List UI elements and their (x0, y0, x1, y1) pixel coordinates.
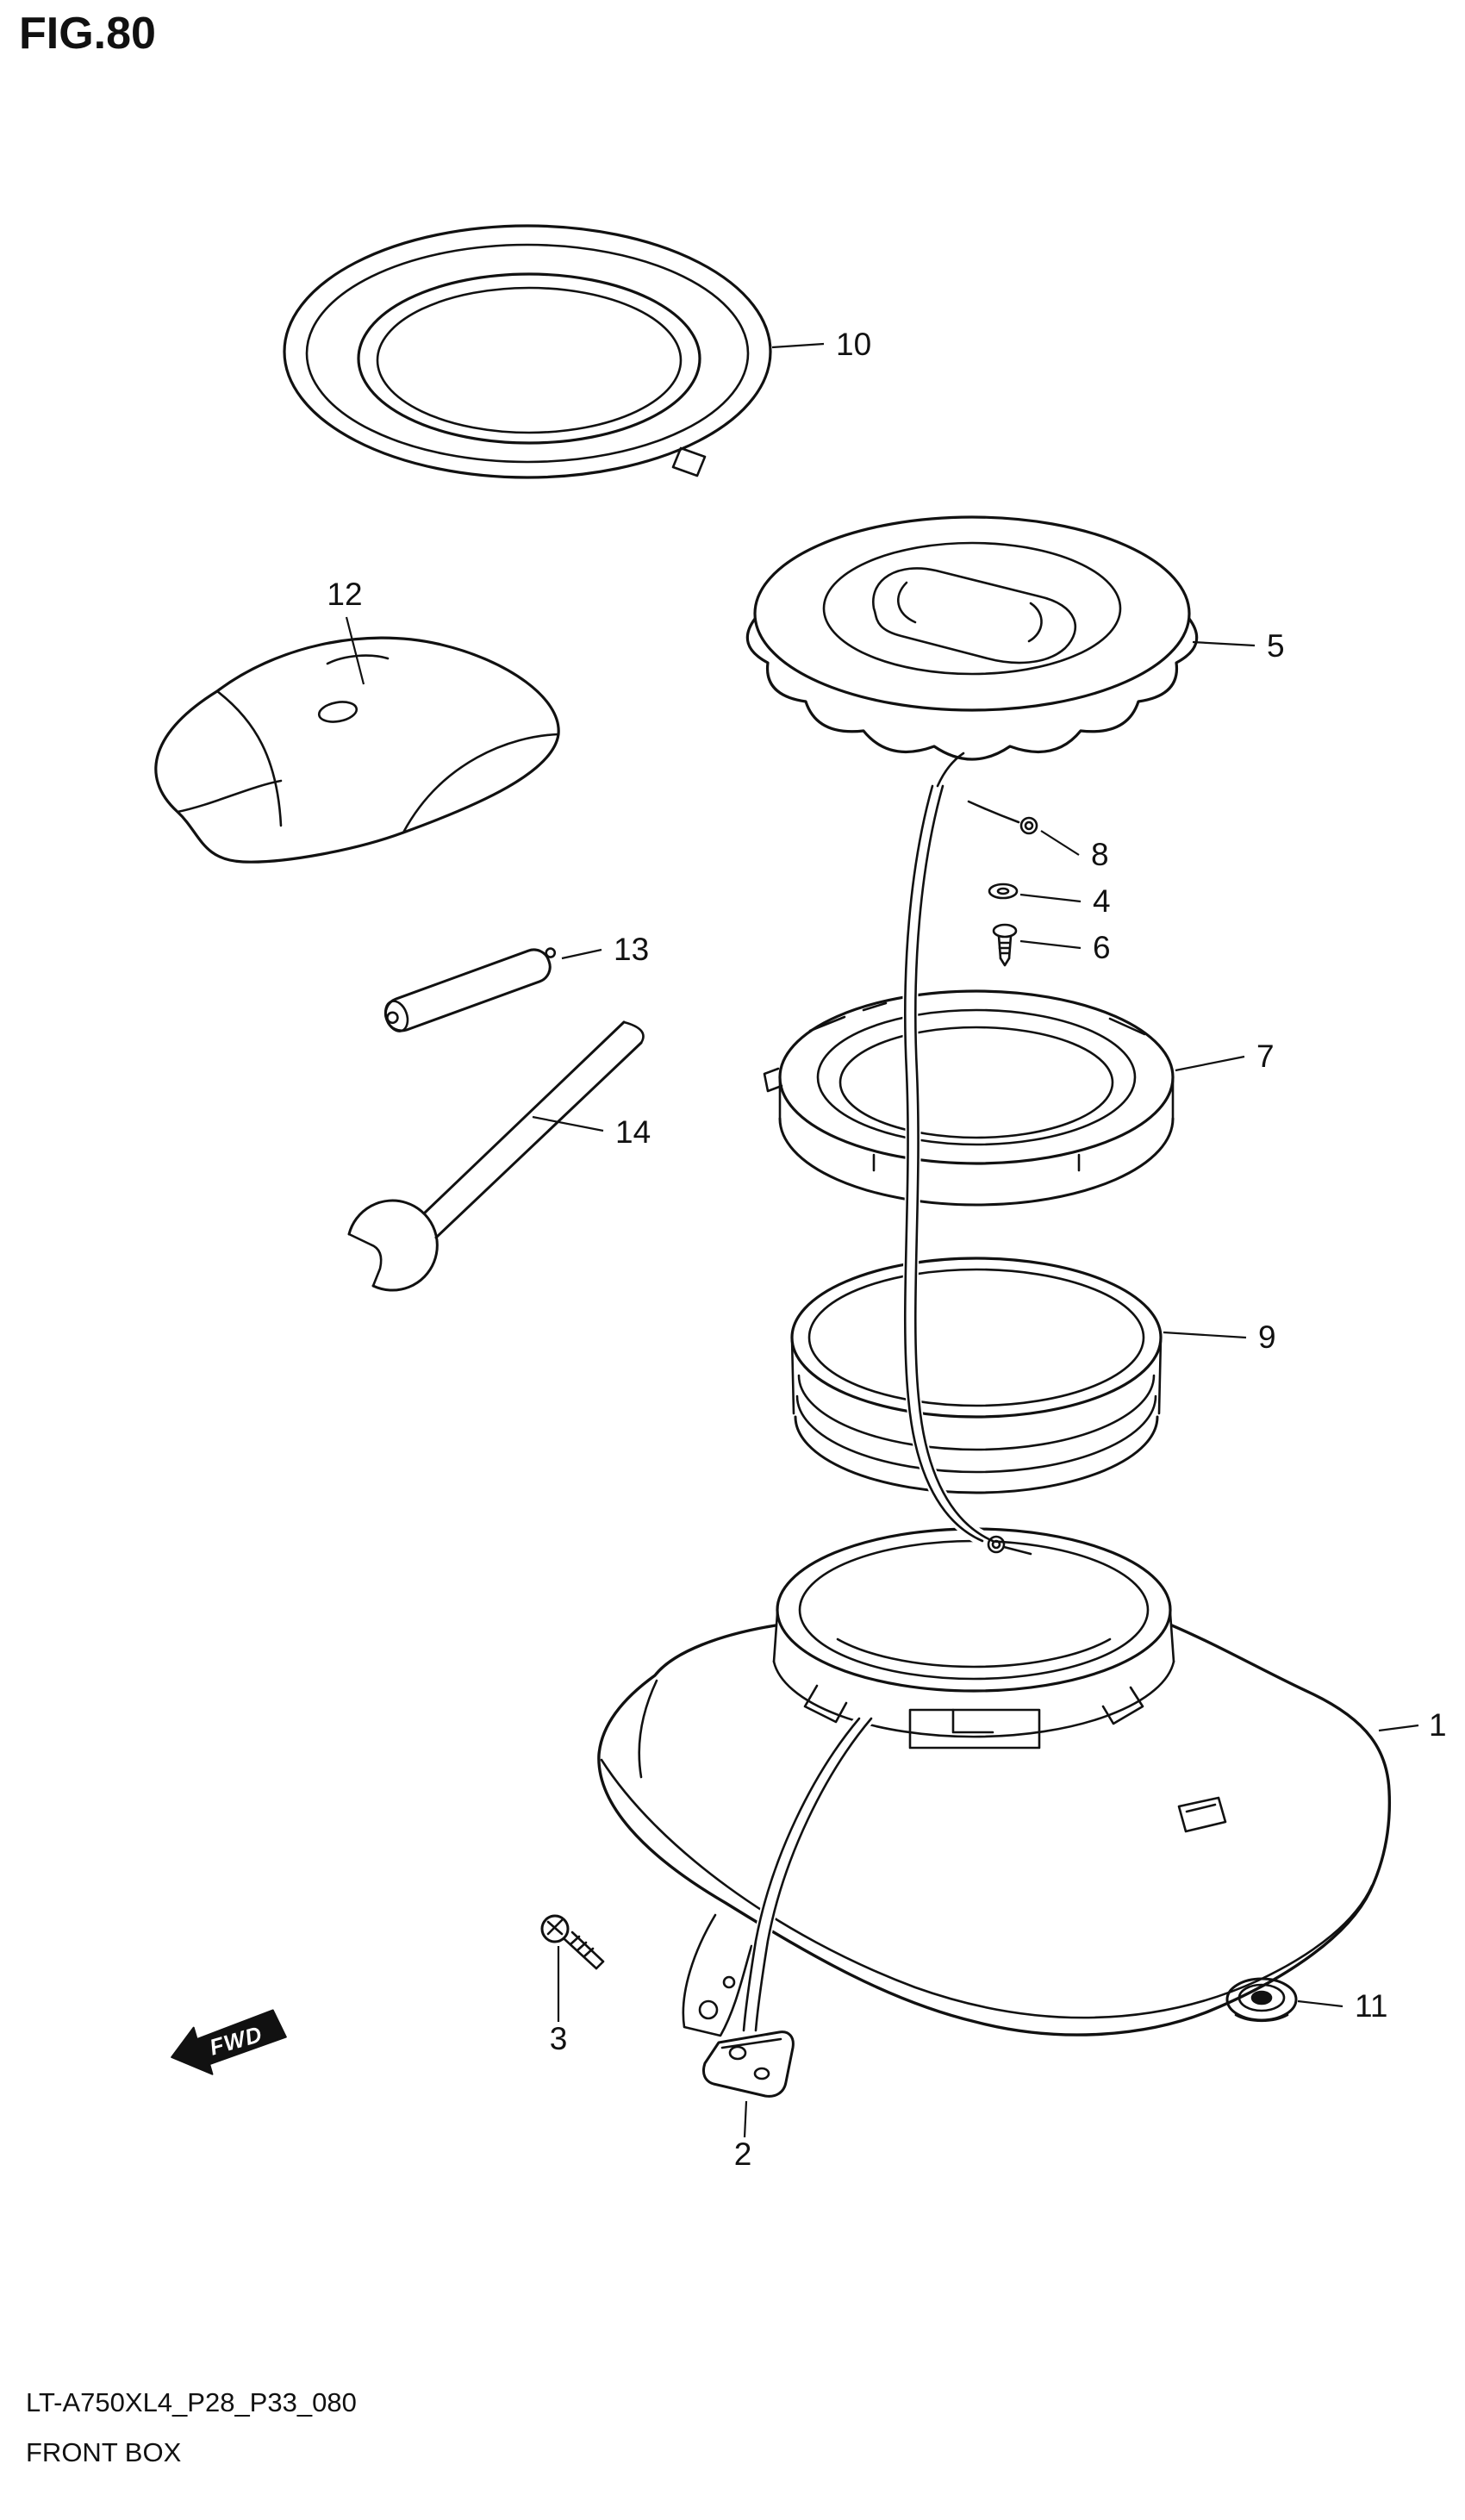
callout-3: 3 (550, 1946, 568, 2056)
callout-7: 7 (1175, 1039, 1275, 1074)
cap-grip (872, 567, 1077, 664)
part-4-washer (988, 883, 1019, 900)
callout-1: 1 (1378, 1707, 1447, 1743)
callout-label: 8 (1091, 837, 1109, 872)
part-12-pouch (154, 636, 560, 864)
part-6-screw (992, 923, 1018, 967)
callout-label: 1 (1429, 1707, 1447, 1743)
callouts: 10 5 12 8 4 6 13 7 (327, 327, 1446, 2172)
part-5-cap (745, 515, 1199, 761)
part-7-lock-ring (763, 989, 1175, 1207)
callout-12: 12 (327, 577, 365, 685)
part-14-wrench (347, 1020, 645, 1292)
callout-9: 9 (1163, 1319, 1276, 1355)
leader-line (1192, 640, 1256, 647)
callout-6: 6 (1019, 930, 1111, 965)
box-outline (597, 1624, 1392, 2037)
breather-hose (902, 752, 1032, 1556)
callout-label: 7 (1256, 1039, 1275, 1074)
callout-label: 11 (1355, 1988, 1387, 2024)
part-10-cover-ring (283, 224, 772, 479)
leader-line (532, 1115, 604, 1132)
box-vent-cutout (1177, 1796, 1227, 1833)
part-2-bracket (701, 2030, 795, 2098)
callout-label: 4 (1093, 883, 1111, 919)
callout-label: 9 (1258, 1319, 1276, 1355)
callout-10: 10 (771, 327, 871, 362)
callout-label: 14 (615, 1114, 651, 1150)
leader-line (345, 616, 365, 685)
part-11-grommet (1225, 1977, 1298, 2023)
box-strap (741, 1710, 874, 2039)
leader-line (743, 2100, 748, 2138)
callout-13: 13 (561, 932, 649, 967)
fwd-arrow-shape (171, 2009, 287, 2075)
callout-14: 14 (532, 1114, 651, 1150)
figure-title: FIG.80 (19, 9, 156, 59)
box-lower-edge (600, 1758, 1374, 2019)
leader-line (771, 342, 825, 349)
leader-line (1175, 1055, 1245, 1072)
box-arm (682, 1913, 753, 2037)
hose-lower-eyelet (987, 1535, 1006, 1554)
ring-tab (671, 446, 707, 477)
exploded-drawing (154, 224, 1392, 2098)
part-3-screw (540, 1914, 605, 1970)
figure-code: LT-A750XL4_P28_P33_080 (26, 2387, 357, 2417)
part-1-front-box (597, 1527, 1392, 2037)
leader-line (561, 948, 602, 960)
part-9-seal-ring (790, 1257, 1163, 1494)
part-13-rod-tool (383, 947, 557, 1032)
fwd-arrow: FWD (171, 2009, 287, 2075)
figure-footer: LT-A750XL4_P28_P33_080 FRONT BOX (26, 2387, 357, 2467)
leader-line (1163, 1331, 1247, 1339)
callout-label: 3 (550, 2021, 568, 2056)
callout-4: 4 (1019, 883, 1111, 919)
leader-line (1019, 893, 1082, 903)
leader-line (1040, 830, 1080, 856)
callout-label: 12 (327, 577, 362, 612)
callout-label: 13 (614, 932, 649, 967)
callout-5: 5 (1192, 628, 1285, 664)
leader-line (1378, 1724, 1419, 1732)
callout-label: 2 (734, 2136, 752, 2172)
part-8-eyelet (1019, 816, 1038, 835)
callout-label: 5 (1267, 628, 1285, 664)
collar-latch (908, 1708, 1041, 1750)
callout-8: 8 (1040, 830, 1109, 872)
callout-11: 11 (1297, 1988, 1387, 2024)
figure-name: FRONT BOX (26, 2437, 182, 2467)
leader-line (1019, 939, 1082, 950)
leader-line (1297, 1999, 1343, 2008)
callout-2: 2 (734, 2100, 752, 2172)
callout-label: 6 (1093, 930, 1111, 965)
callout-label: 10 (836, 327, 871, 362)
